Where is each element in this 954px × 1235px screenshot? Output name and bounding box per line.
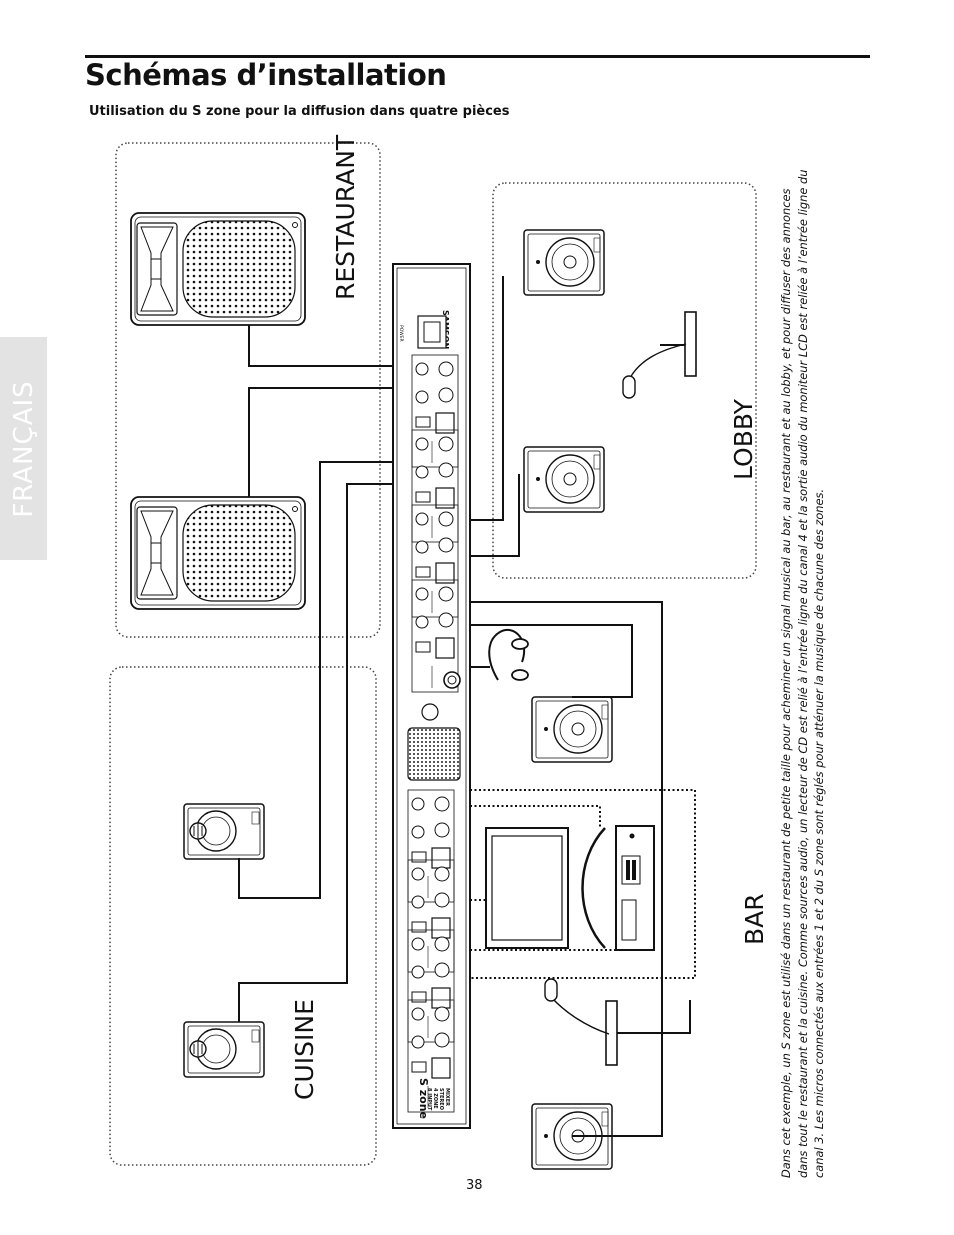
zone-label-bar: BAR — [740, 893, 769, 945]
title-rule — [85, 55, 870, 58]
bar-speaker-1 — [531, 696, 613, 763]
diagram-caption: Dans cet exemple, un S zone est utilisé … — [779, 169, 826, 1178]
s-zone-mixer: SAMSON POWER S zone 8 INPUT 4 ZONE STERE… — [392, 263, 471, 1129]
page-title: Schémas d’installation — [85, 58, 447, 92]
mixer-logo: S zone — [417, 1078, 430, 1119]
cd-player — [615, 825, 655, 951]
bar-microphone — [544, 978, 618, 1066]
speaker-cables — [238, 276, 691, 1137]
language-tab: FRANÇAIS — [0, 337, 47, 560]
lcd-monitor — [485, 827, 606, 949]
zone-label-restaurant: RESTAURANT — [331, 134, 360, 300]
restaurant-speaker-1 — [130, 212, 306, 326]
lobby-speaker-1 — [523, 229, 605, 296]
mixer-power-label: POWER — [398, 325, 404, 342]
restaurant-speaker-2 — [130, 496, 306, 610]
source-cables — [470, 789, 696, 979]
lobby-microphone — [622, 311, 697, 399]
lobby-speaker-2 — [523, 446, 605, 513]
cuisine-speaker-2 — [183, 1021, 265, 1078]
page-number: 38 — [466, 1178, 483, 1193]
zone-label-cuisine: CUISINE — [290, 999, 319, 1100]
zone-restaurant-box — [115, 142, 381, 638]
svg-text:STEREO: STEREO — [438, 1088, 444, 1110]
svg-text:MIXER: MIXER — [444, 1088, 450, 1106]
page-subtitle: Utilisation du S zone pour la diffusion … — [89, 104, 510, 119]
zone-cuisine-box — [109, 666, 377, 1166]
headphones — [488, 629, 529, 681]
zone-label-lobby: LOBBY — [729, 398, 758, 480]
svg-text:8 INPUT: 8 INPUT — [426, 1088, 432, 1111]
cuisine-speaker-1 — [183, 803, 265, 860]
svg-text:4 ZONE: 4 ZONE — [432, 1088, 438, 1109]
